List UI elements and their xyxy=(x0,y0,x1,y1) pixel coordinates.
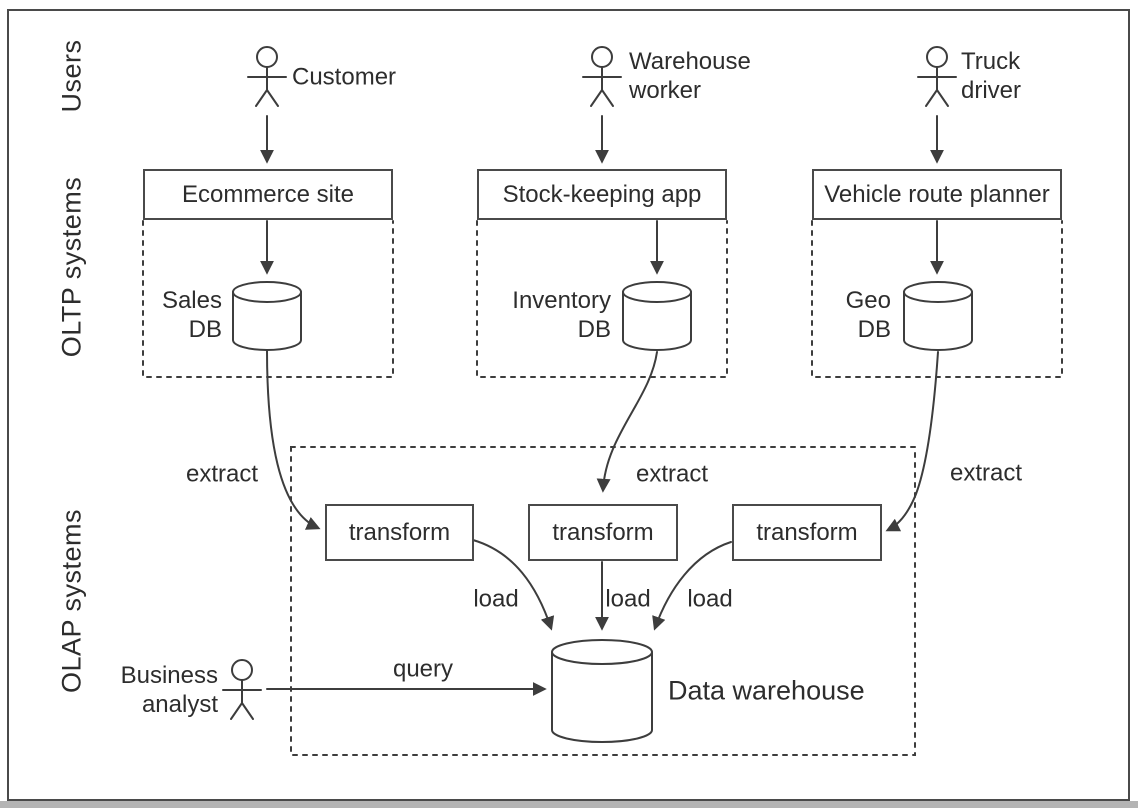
query-label: query xyxy=(392,655,454,683)
diagram-frame xyxy=(7,9,1130,801)
geo-db-cylinder-icon xyxy=(903,281,973,351)
inventory-db-label: Inventory DB xyxy=(512,286,611,344)
truck-driver-label-line1: Truck xyxy=(961,48,1021,75)
geo-db-label-line1: Geo xyxy=(845,287,891,314)
load-label-2: load xyxy=(605,585,651,613)
sales-db-label-line2: DB xyxy=(188,316,222,343)
page-edge-strip xyxy=(0,801,1138,808)
transform-label-3: transform xyxy=(756,518,858,546)
data-warehouse-cylinder-icon xyxy=(551,639,653,743)
row-label-users: Users xyxy=(56,39,87,113)
extract-label-2: extract xyxy=(635,460,709,488)
vehicle-route-planner-box: Vehicle route planner xyxy=(812,169,1062,220)
extract-label-1: extract xyxy=(185,460,259,488)
vehicle-route-planner-label: Vehicle route planner xyxy=(824,180,1050,208)
olap-dashed-box xyxy=(290,446,916,756)
load-label-1: load xyxy=(473,585,519,613)
stock-keeping-app-label: Stock-keeping app xyxy=(502,180,702,208)
row-label-oltp-systems: OLTP systems xyxy=(56,176,87,358)
extract-arrow-inventory xyxy=(596,351,658,493)
sales-db-label: Sales DB xyxy=(162,286,222,344)
truck-driver-label: Truck driver xyxy=(961,47,1021,105)
transform-box-1: transform xyxy=(325,504,474,561)
transform-box-2: transform xyxy=(528,504,678,561)
warehouse-worker-label-line1: Warehouse xyxy=(629,48,751,75)
customer-actor-icon xyxy=(247,46,287,107)
oltp-dashed-box-inventory xyxy=(476,220,728,378)
business-analyst-label-line2: analyst xyxy=(141,691,218,718)
extract-arrow-sales xyxy=(266,349,321,530)
geo-db-label-line2: DB xyxy=(857,316,891,343)
warehouse-worker-actor-icon xyxy=(582,46,622,107)
row-label-olap-systems: OLAP systems xyxy=(56,508,87,694)
customer-label: Customer xyxy=(292,63,397,91)
ecommerce-site-box: Ecommerce site xyxy=(143,169,393,220)
business-analyst-actor-icon xyxy=(222,659,262,720)
ecommerce-site-label: Ecommerce site xyxy=(181,180,355,208)
data-warehouse-label: Data warehouse xyxy=(668,675,865,706)
stock-keeping-app-box: Stock-keeping app xyxy=(477,169,727,220)
transform-label-2: transform xyxy=(552,518,654,546)
inventory-db-label-line1: Inventory xyxy=(512,287,611,314)
transform-label-1: transform xyxy=(348,518,451,546)
inventory-db-label-line2: DB xyxy=(577,316,611,343)
load-arrow-1 xyxy=(472,539,555,631)
load-arrow-3 xyxy=(652,541,732,631)
warehouse-worker-label: Warehouse worker xyxy=(629,47,751,105)
sales-db-cylinder-icon xyxy=(232,281,302,351)
business-analyst-label-line1: Business xyxy=(120,662,218,689)
inventory-db-cylinder-icon xyxy=(622,281,692,351)
extract-label-3: extract xyxy=(949,459,1023,487)
geo-db-label: Geo DB xyxy=(846,286,891,344)
transform-box-3: transform xyxy=(732,504,882,561)
business-analyst-label: Business analyst xyxy=(121,661,218,719)
extract-arrow-geo xyxy=(885,351,939,532)
warehouse-worker-label-line2: worker xyxy=(629,77,702,104)
truck-driver-actor-icon xyxy=(917,46,957,107)
sales-db-label-line1: Sales xyxy=(161,287,222,314)
truck-driver-label-line2: driver xyxy=(961,77,1022,104)
load-label-3: load xyxy=(687,585,733,613)
